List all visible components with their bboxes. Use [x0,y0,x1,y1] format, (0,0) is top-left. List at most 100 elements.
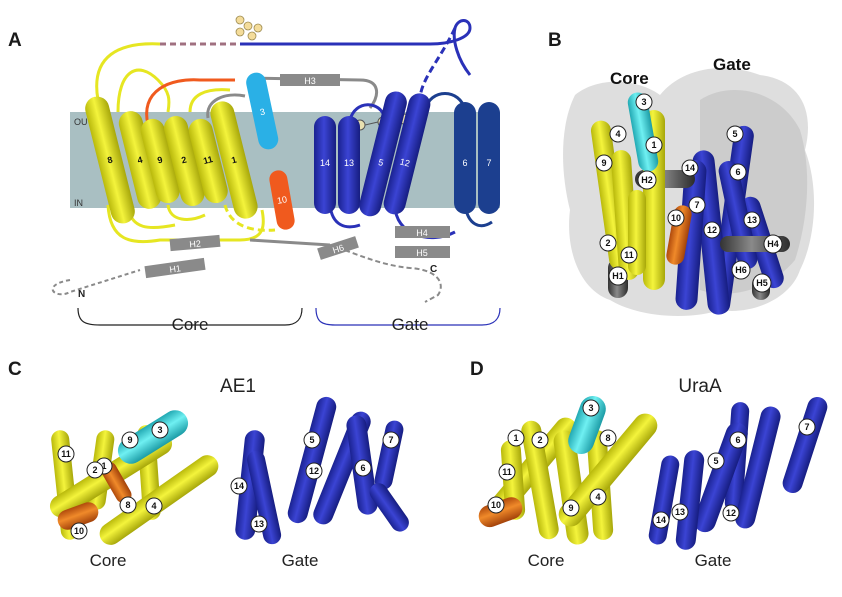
gate-cylinders-c [235,396,409,545]
core-helices-2d: 8 4 9 2 11 1 3 10 [85,72,295,230]
cylinder-7b [369,483,409,532]
gate-label-b: Gate [713,55,751,74]
helix-label: 8 [106,155,113,166]
label-3: 3 [157,425,162,435]
label-6: 6 [735,167,740,177]
membrane-in-label: IN [74,198,83,208]
helix-6 [454,102,476,214]
helix-h3 [280,74,340,86]
gate-helices-2d: 14 13 5 12 6 7 [314,91,500,217]
label-14: 14 [656,515,666,525]
labels-d: 3 1 2 8 11 9 4 10 7 6 5 12 14 13 [487,399,816,529]
helix-14 [314,116,336,214]
cylinder-13 [247,450,282,545]
panel-b: B Core Gate 3 4 [548,30,815,316]
helix-11 [188,118,228,204]
gate-caption-d: Gate [695,551,732,570]
label-13: 13 [675,507,685,517]
helix-label: H4 [416,228,428,238]
panel-c-title: AE1 [220,376,256,397]
label-6: 6 [360,463,365,473]
label-6: 6 [735,435,740,445]
helix-2 [164,115,205,206]
label-3: 3 [588,403,593,413]
helix-label: 13 [344,158,354,168]
cylinder-12 [735,406,781,529]
core-loop-dashed-bottom [223,204,276,232]
label-8: 8 [125,500,130,510]
label-14: 14 [234,481,244,491]
helix-label: 2 [180,155,187,166]
helix-label: 11 [202,154,214,166]
label-h5: H5 [756,278,768,288]
cylinder-10 [57,502,99,530]
label-4: 4 [615,129,620,139]
gate-caption-c: Gate [282,551,319,570]
gray-loop-top [206,93,246,119]
core-label-b: Core [610,69,649,88]
c-term-tail [329,244,442,303]
n-terminus-label: N [78,289,85,300]
label-2: 2 [537,435,542,445]
helix-label: 12 [399,157,411,169]
gray-loop-bottom [249,238,331,247]
helix-3 [246,72,279,150]
helix-h4 [395,226,450,238]
label-7: 7 [388,435,393,445]
helix-9 [140,118,180,204]
core-caption-c: Core [90,551,127,570]
label-13: 13 [747,215,757,225]
label-10: 10 [491,500,501,510]
cylinder-14 [648,455,680,545]
helix-label: H1 [169,263,182,275]
labels-c: 11 1 9 3 2 8 4 10 5 14 12 6 7 13 [57,421,400,540]
label-14: 14 [685,163,695,173]
panel-a: A OUT IN [8,15,501,334]
label-10: 10 [74,526,84,536]
label-13: 13 [254,519,264,529]
helix-h5 [395,246,450,258]
label-9: 9 [127,435,132,445]
c-terminus-label: C [430,264,437,275]
cylinder-8 [558,413,658,527]
label-11: 11 [61,449,71,459]
label-12: 12 [726,508,736,518]
cylinder-3 [117,410,189,464]
helix-label: H2 [189,239,201,250]
cylinder-13 [675,450,705,550]
cylinder-7 [374,420,404,490]
core-loop-bottom-3 [166,204,206,221]
label-12: 12 [707,225,717,235]
label-1: 1 [651,140,656,150]
label-h4: H4 [767,239,779,249]
cylinder-5 [287,396,337,524]
helix-label: 14 [320,158,330,168]
helix-label: 6 [462,158,467,168]
helix-h6 [317,236,359,260]
label-3: 3 [641,97,646,107]
panel-c-letter: C [8,359,22,380]
orange-loop [145,78,235,126]
label-2: 2 [605,238,610,248]
core-loop-3 [188,88,231,113]
panel-d: D UraA 3 1 2 8 11 9 4 10 [470,359,828,570]
label-11: 11 [624,250,634,260]
helix-label: 9 [156,155,163,166]
helix-label: 5 [377,157,384,168]
labels-b: 3 4 1 9 H2 14 5 6 7 10 13 12 H4 2 11 H6 … [595,93,783,293]
helix-label: H5 [416,248,428,258]
helix-1 [210,101,258,219]
helix-5 [359,91,407,217]
label-5: 5 [713,456,718,466]
label-4: 4 [595,492,600,502]
helix-13 [338,116,360,214]
core-caption-a: Core [172,315,209,334]
helix-label: H3 [304,76,316,86]
panel-b-letter: B [548,30,562,51]
label-12: 12 [309,466,319,476]
helix-4 [118,111,162,209]
helix-8 [85,96,135,224]
label-9: 9 [601,158,606,168]
cylinder-2 [521,420,559,540]
label-2: 2 [92,465,97,475]
